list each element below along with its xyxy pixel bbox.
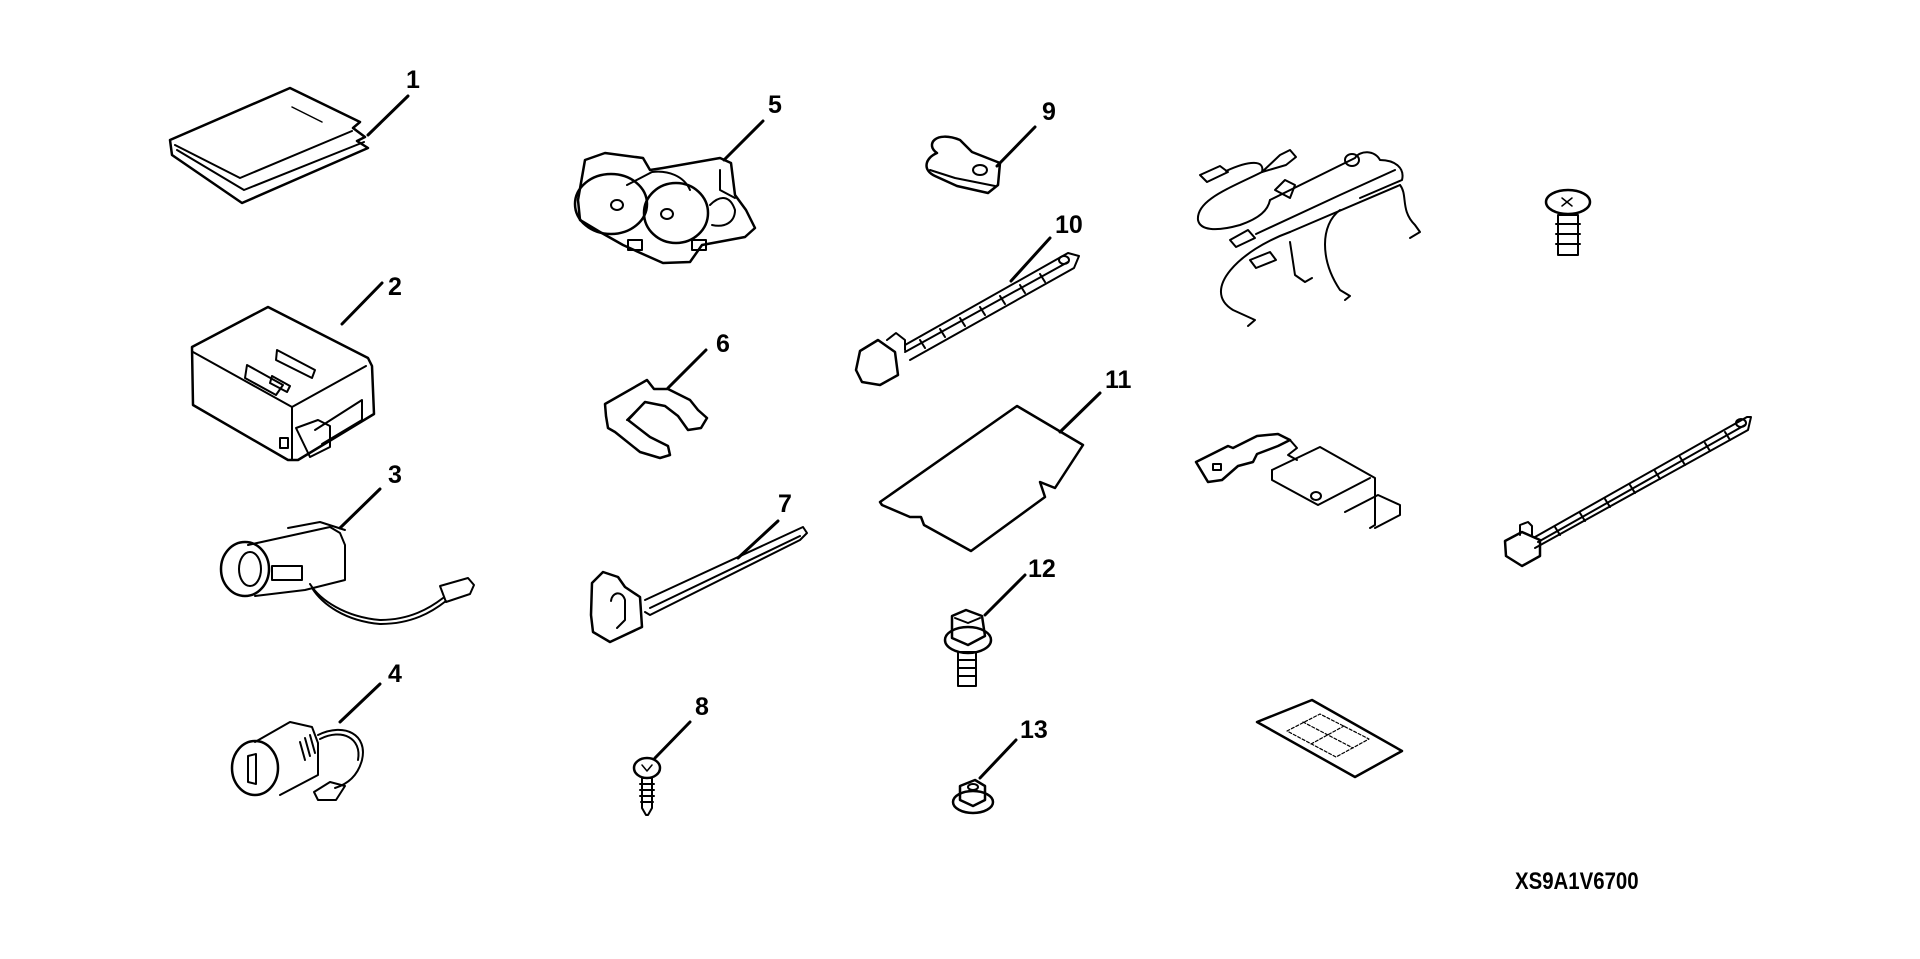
callout-12[interactable]: 12 bbox=[1028, 555, 1056, 583]
callout-7[interactable]: 7 bbox=[778, 490, 792, 518]
label-sheet-icon bbox=[1255, 698, 1404, 779]
manual-icon bbox=[168, 86, 410, 205]
callout-3[interactable]: 3 bbox=[388, 461, 402, 489]
callout-9[interactable]: 9 bbox=[1042, 98, 1056, 126]
pad-icon bbox=[878, 391, 1102, 553]
lock-cylinder-icon bbox=[219, 487, 475, 625]
clip-tie-icon bbox=[589, 519, 808, 644]
screw-icon bbox=[1544, 188, 1592, 256]
flange-bolt-icon bbox=[943, 573, 1027, 687]
diagram-code: XS9A1V6700 bbox=[1515, 868, 1639, 895]
lock-cylinder-small-icon bbox=[230, 682, 382, 801]
flange-nut-icon bbox=[951, 738, 1018, 815]
wire-harness-icon bbox=[1196, 149, 1421, 327]
actuator-assembly-icon bbox=[573, 119, 765, 265]
cable-tie-clip-icon bbox=[854, 236, 1080, 387]
tapping-screw-icon bbox=[632, 720, 692, 816]
bracket-icon bbox=[1194, 432, 1401, 529]
callout-6[interactable]: 6 bbox=[716, 330, 730, 358]
callout-13[interactable]: 13 bbox=[1020, 716, 1048, 744]
callout-4[interactable]: 4 bbox=[388, 660, 402, 688]
callout-2[interactable]: 2 bbox=[388, 273, 402, 301]
cable-tie-icon bbox=[1503, 416, 1752, 568]
callout-11[interactable]: 11 bbox=[1105, 366, 1132, 394]
callout-10[interactable]: 10 bbox=[1055, 211, 1083, 239]
harness-clip-icon bbox=[603, 348, 709, 460]
callout-1[interactable]: 1 bbox=[406, 66, 420, 94]
callout-8[interactable]: 8 bbox=[695, 693, 709, 721]
callout-5[interactable]: 5 bbox=[768, 91, 782, 119]
cable-clamp-icon bbox=[925, 125, 1037, 195]
control-unit-icon bbox=[190, 281, 384, 462]
